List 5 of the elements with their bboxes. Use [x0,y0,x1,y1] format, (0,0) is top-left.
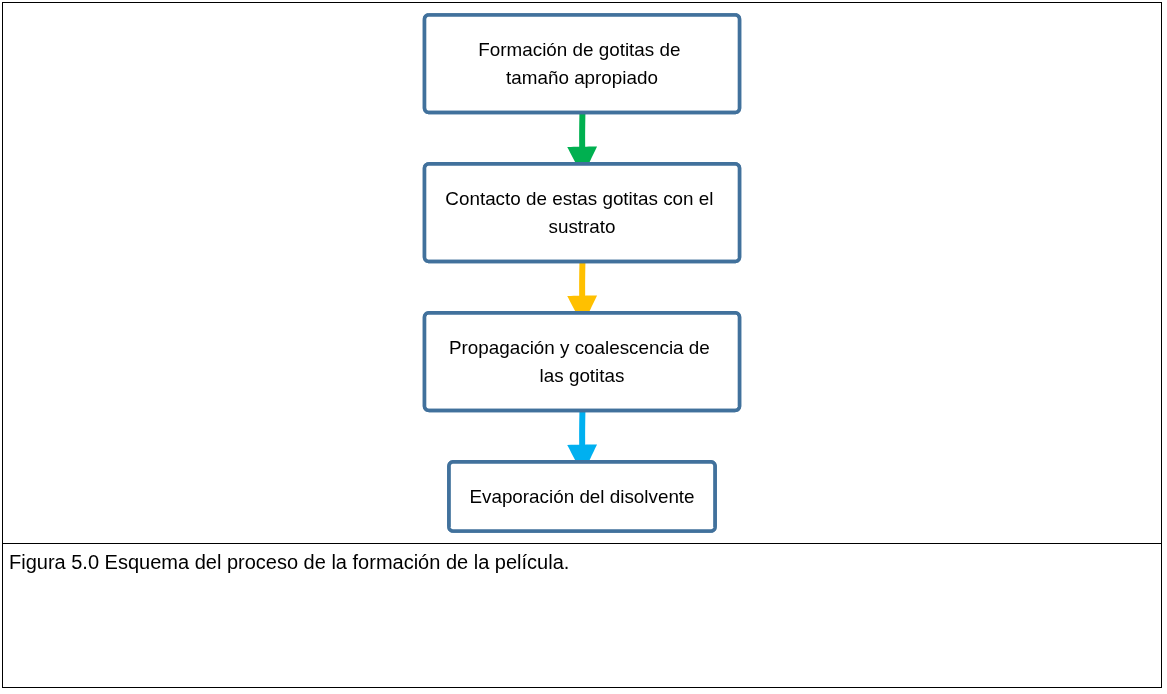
figure-caption: Figura 5.0 Esquema del proceso de la formación de la película. [9,551,570,574]
process-box: Formación de gotitas de tamaño apropiado [422,13,742,115]
process-box: Evaporación del disolvente [447,460,717,533]
process-box: Propagación y coalescencia de las gotitas [422,311,742,413]
process-box: Contacto de estas gotitas con el sustrato [422,162,742,264]
